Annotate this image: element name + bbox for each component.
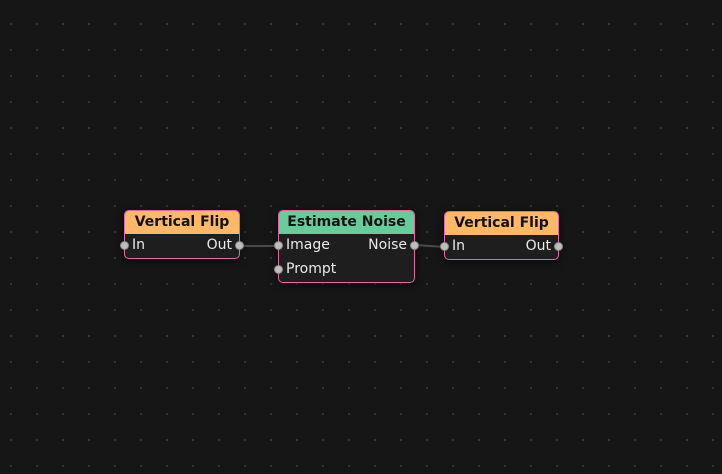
output-port-label: Out: [525, 238, 551, 254]
port-row: Image Noise: [274, 234, 419, 258]
node-title: Vertical Flip: [454, 215, 549, 231]
port-row: In Out: [120, 234, 244, 258]
input-port-label: Prompt: [286, 261, 337, 277]
port-row: In Out: [440, 235, 563, 259]
node-vertical-flip-1[interactable]: Vertical Flip In Out: [120, 210, 244, 259]
node-header[interactable]: Vertical Flip: [125, 211, 239, 234]
input-port-label: In: [132, 237, 146, 253]
node-estimate-noise[interactable]: Estimate Noise Image Noise Prompt: [274, 210, 419, 283]
output-port-noise[interactable]: [410, 241, 419, 250]
node-title: Estimate Noise: [287, 214, 406, 230]
output-port-out[interactable]: [554, 242, 563, 251]
output-port-out[interactable]: [235, 241, 244, 250]
input-port-in[interactable]: [120, 241, 129, 250]
input-port-image[interactable]: [274, 241, 283, 250]
node-header[interactable]: Estimate Noise: [279, 211, 414, 234]
node-title: Vertical Flip: [134, 214, 230, 230]
output-port-label: Out: [206, 237, 232, 253]
input-port-label: Image: [286, 237, 330, 253]
input-port-in[interactable]: [440, 242, 449, 251]
input-port-prompt[interactable]: [274, 265, 283, 274]
node-vertical-flip-2[interactable]: Vertical Flip In Out: [440, 211, 563, 260]
node-header[interactable]: Vertical Flip: [445, 212, 558, 235]
output-port-label: Noise: [368, 237, 407, 253]
input-port-label: In: [452, 238, 466, 254]
port-row: Prompt: [274, 258, 414, 282]
